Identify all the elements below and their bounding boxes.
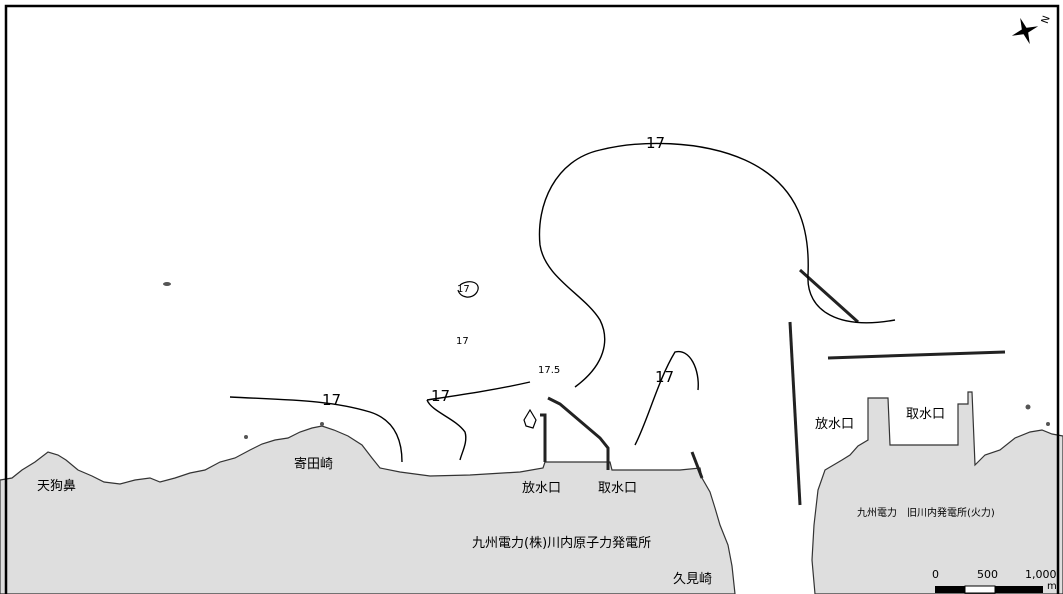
scale-tick-1000: 1,000 xyxy=(1025,568,1057,581)
isotherm-label-small-lower: 17 xyxy=(456,336,469,347)
isotherm-label-center: 17 xyxy=(431,387,451,405)
intake-label-2: 取水口 xyxy=(906,407,946,422)
outlet-label-2: 放水口 xyxy=(815,417,855,432)
isotherm-small-175 xyxy=(523,408,537,429)
islet xyxy=(244,435,248,439)
compass-north-arrow-icon xyxy=(1011,17,1039,45)
intake-label-1: 取水口 xyxy=(598,481,638,496)
isotherm-center xyxy=(426,381,531,401)
islet xyxy=(163,282,171,286)
scale-tick-500: 500 xyxy=(977,568,998,581)
islet xyxy=(1025,404,1031,410)
place-label-tenguhana: 天狗鼻 xyxy=(37,479,77,494)
land-main-coast xyxy=(0,425,736,594)
breakwater-diagonal xyxy=(798,268,860,324)
scale-bar xyxy=(935,585,1043,594)
breakwater-vertical xyxy=(788,321,802,506)
jetty-kumizaki xyxy=(690,451,704,479)
place-label-kumizaki: 久見崎 xyxy=(673,572,713,587)
isotherm-label-175: 17.5 xyxy=(538,365,561,376)
isotherm-west xyxy=(229,396,403,463)
breakwater-horizontal xyxy=(827,350,1006,360)
isotherm-east xyxy=(634,350,699,446)
islet xyxy=(1046,422,1050,426)
isotherm-label-west: 17 xyxy=(322,391,342,409)
scale-unit: m xyxy=(1047,581,1057,592)
outlet-label-1: 放水口 xyxy=(522,481,562,496)
jetty-outlet-1 xyxy=(540,413,547,462)
jetty-intake-1 xyxy=(547,396,610,470)
isotherm-label-east: 17 xyxy=(655,368,675,386)
scale-tick-0: 0 xyxy=(932,568,939,581)
isotherm-big-north xyxy=(538,142,896,388)
place-label-yoritazaki: 寄田崎 xyxy=(294,457,334,472)
land-east-block xyxy=(811,391,1063,594)
isotherm-small-ring xyxy=(457,281,479,298)
map-frame xyxy=(4,4,1060,594)
isotherm-label-small-upper: 17 xyxy=(457,284,470,295)
isotherm-center-drop xyxy=(426,399,467,461)
isotherm-label-north: 17 xyxy=(646,134,666,152)
plant-label-nuclear: 九州電力(株)川内原子力発電所 xyxy=(472,536,652,551)
plant-label-thermal: 九州電力 旧川内発電所(火力) xyxy=(857,508,995,519)
islet xyxy=(320,422,324,426)
